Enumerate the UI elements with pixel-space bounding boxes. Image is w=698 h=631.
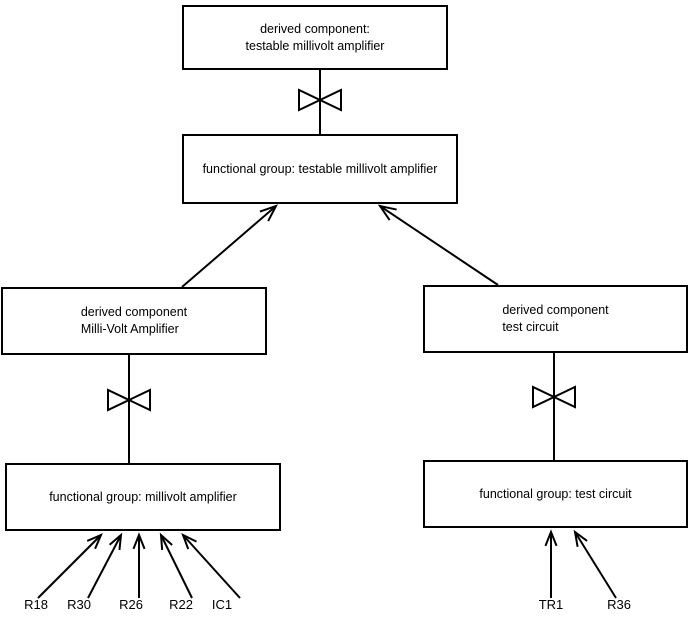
leaf-label-r30: R30 [67, 597, 91, 612]
derived-component-testable-millivolt-amplifier-box[interactable]: derived component: testable millivolt am… [182, 5, 448, 70]
component-arrow-ic1-arrowhead-icon [181, 533, 197, 550]
functional-group-test-circuit-label: functional group: test circuit [479, 486, 632, 501]
functional-group-millivolt-amplifier-label: functional group: millivolt amplifier [49, 489, 237, 504]
functional-group-testable-millivolt-amplifier-label: functional group: testable millivolt amp… [202, 161, 438, 176]
component-arrow-r36-line[interactable] [574, 531, 617, 599]
realization-link-milli-volt-amplifier-bowtie-left-icon [107, 388, 132, 412]
realization-link-testable-millivolt-amplifier-bowtie-left-icon [298, 88, 323, 112]
component-arrow-r22-arrowhead-icon [159, 532, 173, 551]
derived-component-test-circuit-label: derived component test circuit [502, 303, 609, 334]
functional-group-testable-millivolt-amplifier-box[interactable]: functional group: testable millivolt amp… [182, 134, 458, 204]
leaf-label-r22: R22 [169, 597, 193, 612]
component-arrow-r18-arrowhead-icon [86, 533, 103, 550]
derived-component-milli-volt-amplifier-label: derived component Milli-Volt Amplifier [80, 305, 188, 336]
derived-component-testable-millivolt-amplifier-label: derived component: testable millivolt am… [245, 21, 385, 53]
leaf-label-ic1: IC1 [211, 597, 233, 612]
component-arrow-tr1-arrowhead-icon [544, 529, 558, 547]
aggregation-arrow-milli-volt-amplifier-to-testable-arrowhead-icon [259, 204, 279, 222]
derived-component-milli-volt-amplifier-box[interactable]: derived component Milli-Volt Amplifier [1, 287, 267, 355]
aggregation-arrow-test-circuit-to-testable-line[interactable] [379, 205, 499, 286]
realization-link-test-circuit-bowtie-right-icon [551, 385, 576, 409]
leaf-label-r36: R36 [607, 597, 631, 612]
component-arrow-r18-line[interactable] [37, 534, 102, 599]
realization-link-milli-volt-amplifier-bowtie-right-icon [126, 388, 151, 412]
leaf-label-tr1: TR1 [538, 597, 564, 612]
functional-group-test-circuit-box[interactable]: functional group: test circuit [423, 460, 688, 528]
leaf-label-r18: R18 [24, 597, 48, 612]
component-arrow-r30-line[interactable] [87, 534, 122, 599]
component-arrow-r22-line[interactable] [160, 534, 193, 599]
component-arrow-r30-arrowhead-icon [108, 532, 123, 551]
component-arrow-r26-arrowhead-icon [132, 532, 146, 550]
derived-component-test-circuit-box[interactable]: derived component test circuit [423, 285, 688, 353]
component-arrow-ic1-line[interactable] [182, 534, 241, 599]
component-arrow-r36-arrowhead-icon [573, 529, 588, 547]
realization-link-test-circuit-bowtie-left-icon [532, 385, 557, 409]
aggregation-arrow-test-circuit-to-testable-arrowhead-icon [377, 204, 397, 221]
functional-group-millivolt-amplifier-box[interactable]: functional group: millivolt amplifier [5, 463, 281, 531]
realization-link-testable-millivolt-amplifier-bowtie-right-icon [317, 88, 342, 112]
aggregation-arrow-milli-volt-amplifier-to-testable-line[interactable] [181, 205, 277, 288]
leaf-label-r26: R26 [119, 597, 143, 612]
